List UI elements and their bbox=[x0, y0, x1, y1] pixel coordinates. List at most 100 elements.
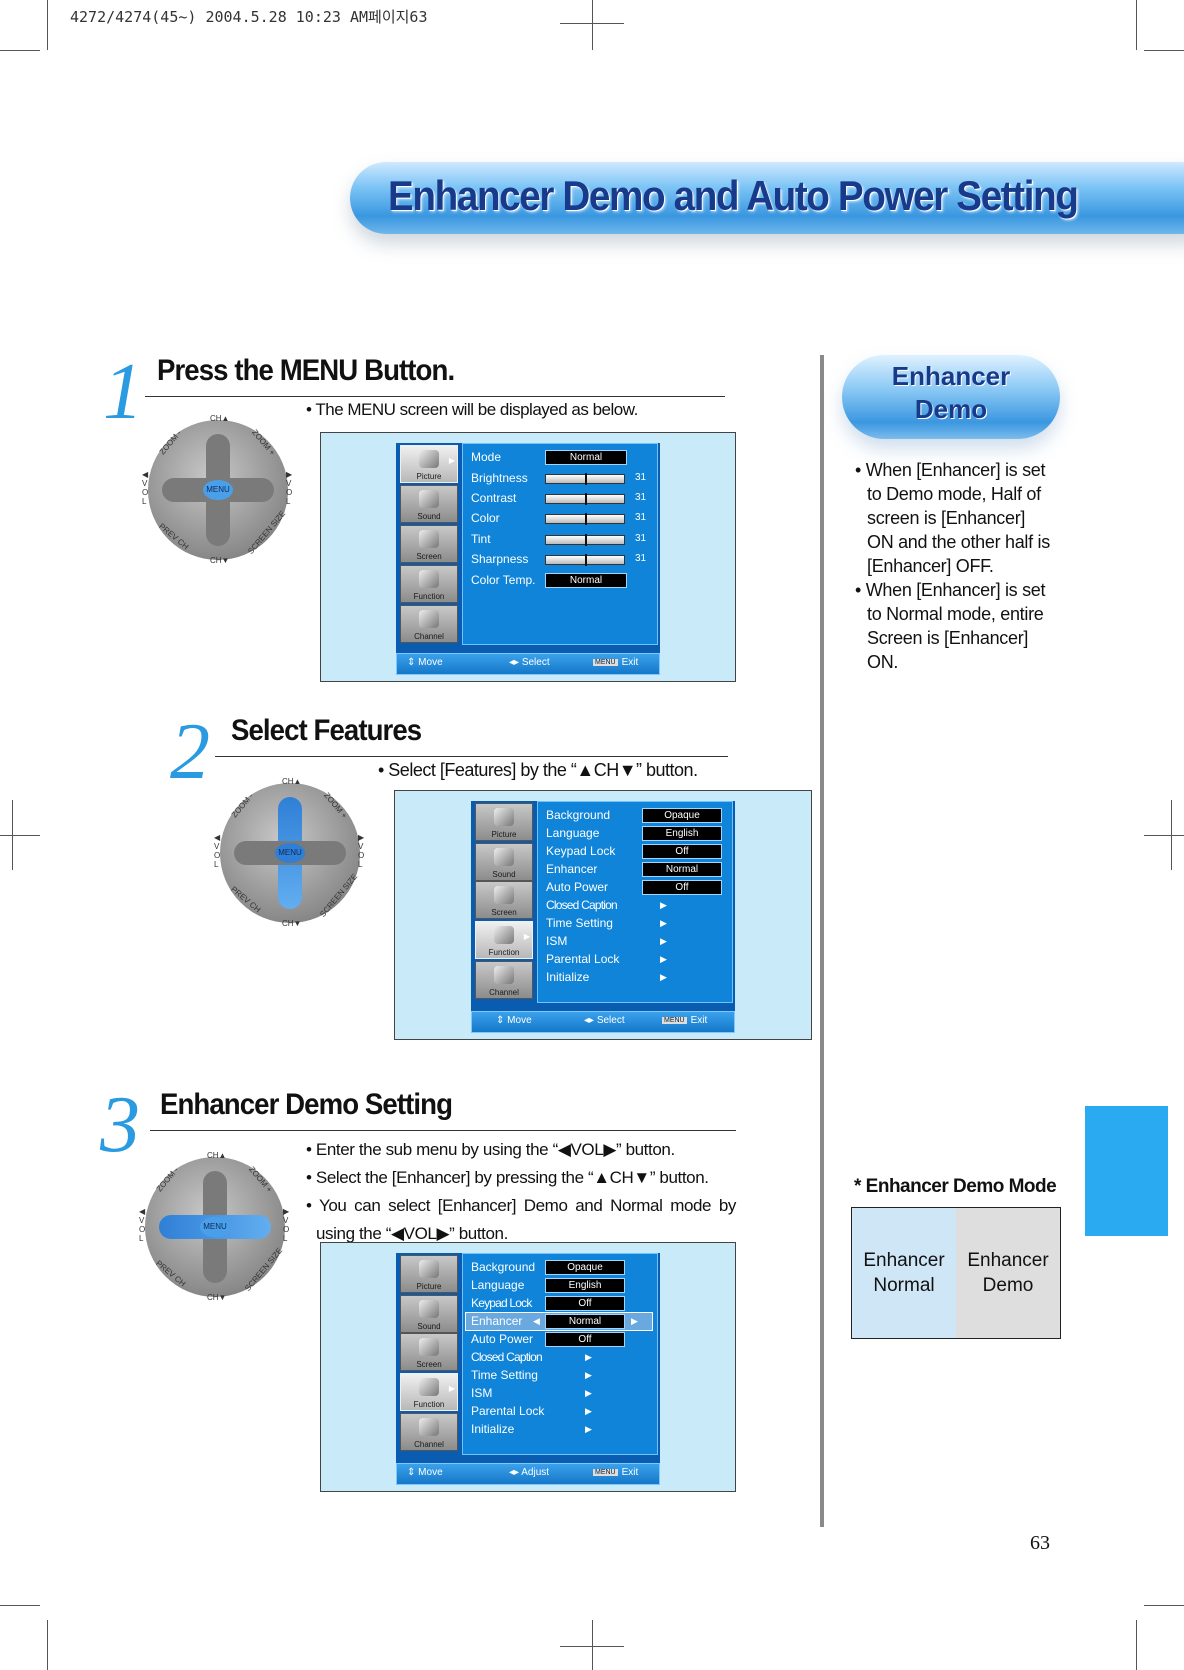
channel-icon bbox=[494, 966, 514, 984]
step-description: • The MENU screen will be displayed as b… bbox=[306, 400, 638, 419]
osd-row-label: ISM bbox=[546, 934, 568, 948]
submenu-arrow-icon: ▶ bbox=[585, 1424, 592, 1434]
step-description: • Select [Features] by the “▲CH▼” button… bbox=[378, 760, 698, 780]
submenu-arrow-icon: ▶ bbox=[585, 1352, 592, 1362]
osd-row-label: Auto Power bbox=[546, 880, 609, 894]
print-header: 4272/4274(45~) 2004.5.28 10:23 AM페이지63 bbox=[70, 8, 428, 26]
remote-screen-size-label: SCREEN SIZE bbox=[246, 509, 288, 556]
step-rule bbox=[215, 756, 728, 757]
osd-row-value: Normal bbox=[642, 862, 722, 877]
remote-ch-down-label: CH▼ bbox=[282, 919, 302, 928]
submenu-arrow-icon: ▶ bbox=[660, 954, 667, 964]
osd-row-label: Background bbox=[471, 1260, 536, 1274]
sidebar-bullet: • When [Enhancer] is set to Demo mode, H… bbox=[855, 460, 1050, 576]
step-description-line: • Select the [Enhancer] by pressing the … bbox=[306, 1168, 709, 1187]
function-icon bbox=[419, 1378, 439, 1396]
channel-icon bbox=[419, 610, 439, 628]
remote-vol-left-label: ◀ V O L bbox=[142, 470, 149, 506]
submenu-arrow-icon: ▶ bbox=[660, 972, 667, 982]
submenu-arrow-icon: ▶ bbox=[660, 936, 667, 946]
osd-row-value: Off bbox=[545, 1296, 625, 1311]
remote-ch-down-label: CH▼ bbox=[210, 556, 230, 565]
remote-zoom-minus-label: ZOOM - bbox=[229, 791, 256, 820]
osd-row-label: ISM bbox=[471, 1386, 493, 1400]
osd-side-channel: Channel bbox=[475, 961, 533, 999]
step-description-line: • You can select [Enhancer] Demo and Nor… bbox=[306, 1196, 736, 1243]
osd-row-label: Background bbox=[546, 808, 611, 822]
osd-row-label: Contrast bbox=[471, 491, 517, 505]
page-title: Enhancer Demo and Auto Power Setting bbox=[388, 172, 1079, 219]
remote-vol-right-label: ▶ V O L bbox=[283, 1207, 290, 1243]
step-title: Select Features bbox=[231, 714, 422, 747]
sound-icon bbox=[419, 1300, 439, 1318]
osd-row-label: Closed Caption bbox=[471, 1350, 543, 1364]
submenu-arrow-icon: ▶ bbox=[660, 900, 667, 910]
screen-icon bbox=[419, 1338, 439, 1356]
osd-row-value: Opaque bbox=[545, 1260, 625, 1275]
osd-slider bbox=[545, 513, 625, 525]
osd-row-label: Initialize bbox=[546, 970, 590, 984]
osd-row-value: Normal bbox=[545, 573, 627, 588]
osd-side-function: Function bbox=[400, 565, 458, 603]
osd-side-sound: Sound bbox=[400, 1295, 458, 1333]
sound-icon bbox=[494, 848, 514, 866]
submenu-arrow-icon: ▶ bbox=[585, 1370, 592, 1380]
osd-screenshot-2: Picture Sound Screen ▶Function Channel B… bbox=[394, 790, 812, 1040]
remote-zoom-minus-label: ZOOM - bbox=[154, 1165, 181, 1194]
osd-slider bbox=[545, 493, 625, 505]
remote-prev-ch-label: PREV CH bbox=[157, 521, 191, 552]
osd-side-function: ▶Function bbox=[400, 1373, 458, 1411]
osd-screenshot-3: Picture Sound Screen ▶Function Channel B… bbox=[320, 1242, 736, 1492]
sound-icon bbox=[419, 490, 439, 508]
remote-vol-right-label: ▶ V O L bbox=[358, 833, 365, 869]
osd-row-label: Keypad Lock bbox=[546, 844, 616, 858]
osd-row-number: 31 bbox=[635, 472, 647, 483]
osd-side-channel: Channel bbox=[400, 1413, 458, 1451]
step-number: 1 bbox=[103, 348, 143, 436]
remote-ch-up-label: CH▲ bbox=[282, 777, 302, 786]
remote-ch-up-label: CH▲ bbox=[207, 1151, 227, 1160]
osd-row-label: Tint bbox=[471, 532, 491, 546]
remote-control: MENU CH▲ CH▼ ZOOM - ZOOM + ◀ V O L ▶ V O… bbox=[139, 1151, 289, 1302]
osd-side-screen: Screen bbox=[400, 1333, 458, 1371]
title-banner bbox=[350, 162, 1184, 234]
osd-row-number: 31 bbox=[635, 512, 647, 523]
osd-row-value: Off bbox=[545, 1332, 625, 1347]
sidebar-heading: Enhancer Demo bbox=[891, 361, 1011, 424]
osd-side-screen: Screen bbox=[475, 881, 533, 919]
vol-left-arrow-icon: ◀ bbox=[533, 1316, 540, 1326]
osd-slider bbox=[545, 554, 625, 566]
osd-row-label: Keypad Lock bbox=[471, 1296, 532, 1310]
osd-row-label: Language bbox=[471, 1278, 525, 1292]
osd-row-number: 31 bbox=[635, 533, 647, 544]
remote-vol-left-label: ◀ V O L bbox=[139, 1207, 146, 1243]
sidebar-bullet: • When [Enhancer] is set to Normal mode,… bbox=[855, 580, 1046, 672]
osd-row-label: Color bbox=[471, 511, 500, 525]
page-number: 63 bbox=[1030, 1532, 1050, 1554]
remote-ch-down-label: CH▼ bbox=[207, 1293, 227, 1302]
osd-slider bbox=[545, 473, 625, 485]
step-title: Enhancer Demo Setting bbox=[160, 1088, 453, 1121]
remote-prev-ch-label: PREV CH bbox=[229, 884, 263, 915]
remote-zoom-minus-label: ZOOM - bbox=[157, 428, 184, 457]
enhancer-normal-half: Enhancer Normal bbox=[852, 1208, 956, 1338]
sidebar-pill bbox=[842, 355, 1060, 439]
picture-icon bbox=[494, 808, 514, 826]
column-divider bbox=[820, 355, 824, 1527]
osd-slider bbox=[545, 534, 625, 546]
osd-row-label: Parental Lock bbox=[546, 952, 620, 966]
remote-zoom-plus-label: ZOOM + bbox=[322, 790, 349, 821]
enhancer-demo-half: Enhancer Demo bbox=[956, 1208, 1060, 1338]
remote-zoom-plus-label: ZOOM + bbox=[250, 427, 277, 458]
osd-row-label: Enhancer bbox=[546, 862, 598, 876]
screen-icon bbox=[419, 530, 439, 548]
demo-mode-diagram: Enhancer Normal Enhancer Demo bbox=[851, 1207, 1061, 1339]
osd-row-label: Auto Power bbox=[471, 1332, 534, 1346]
osd-row-label: Closed Caption bbox=[546, 898, 618, 912]
remote-zoom-plus-label: ZOOM + bbox=[247, 1164, 274, 1195]
osd-row-value: Opaque bbox=[642, 808, 722, 823]
osd-side-picture: Picture bbox=[400, 1255, 458, 1293]
step-description-line: • Enter the sub menu by using the “◀VOL▶… bbox=[306, 1140, 675, 1159]
